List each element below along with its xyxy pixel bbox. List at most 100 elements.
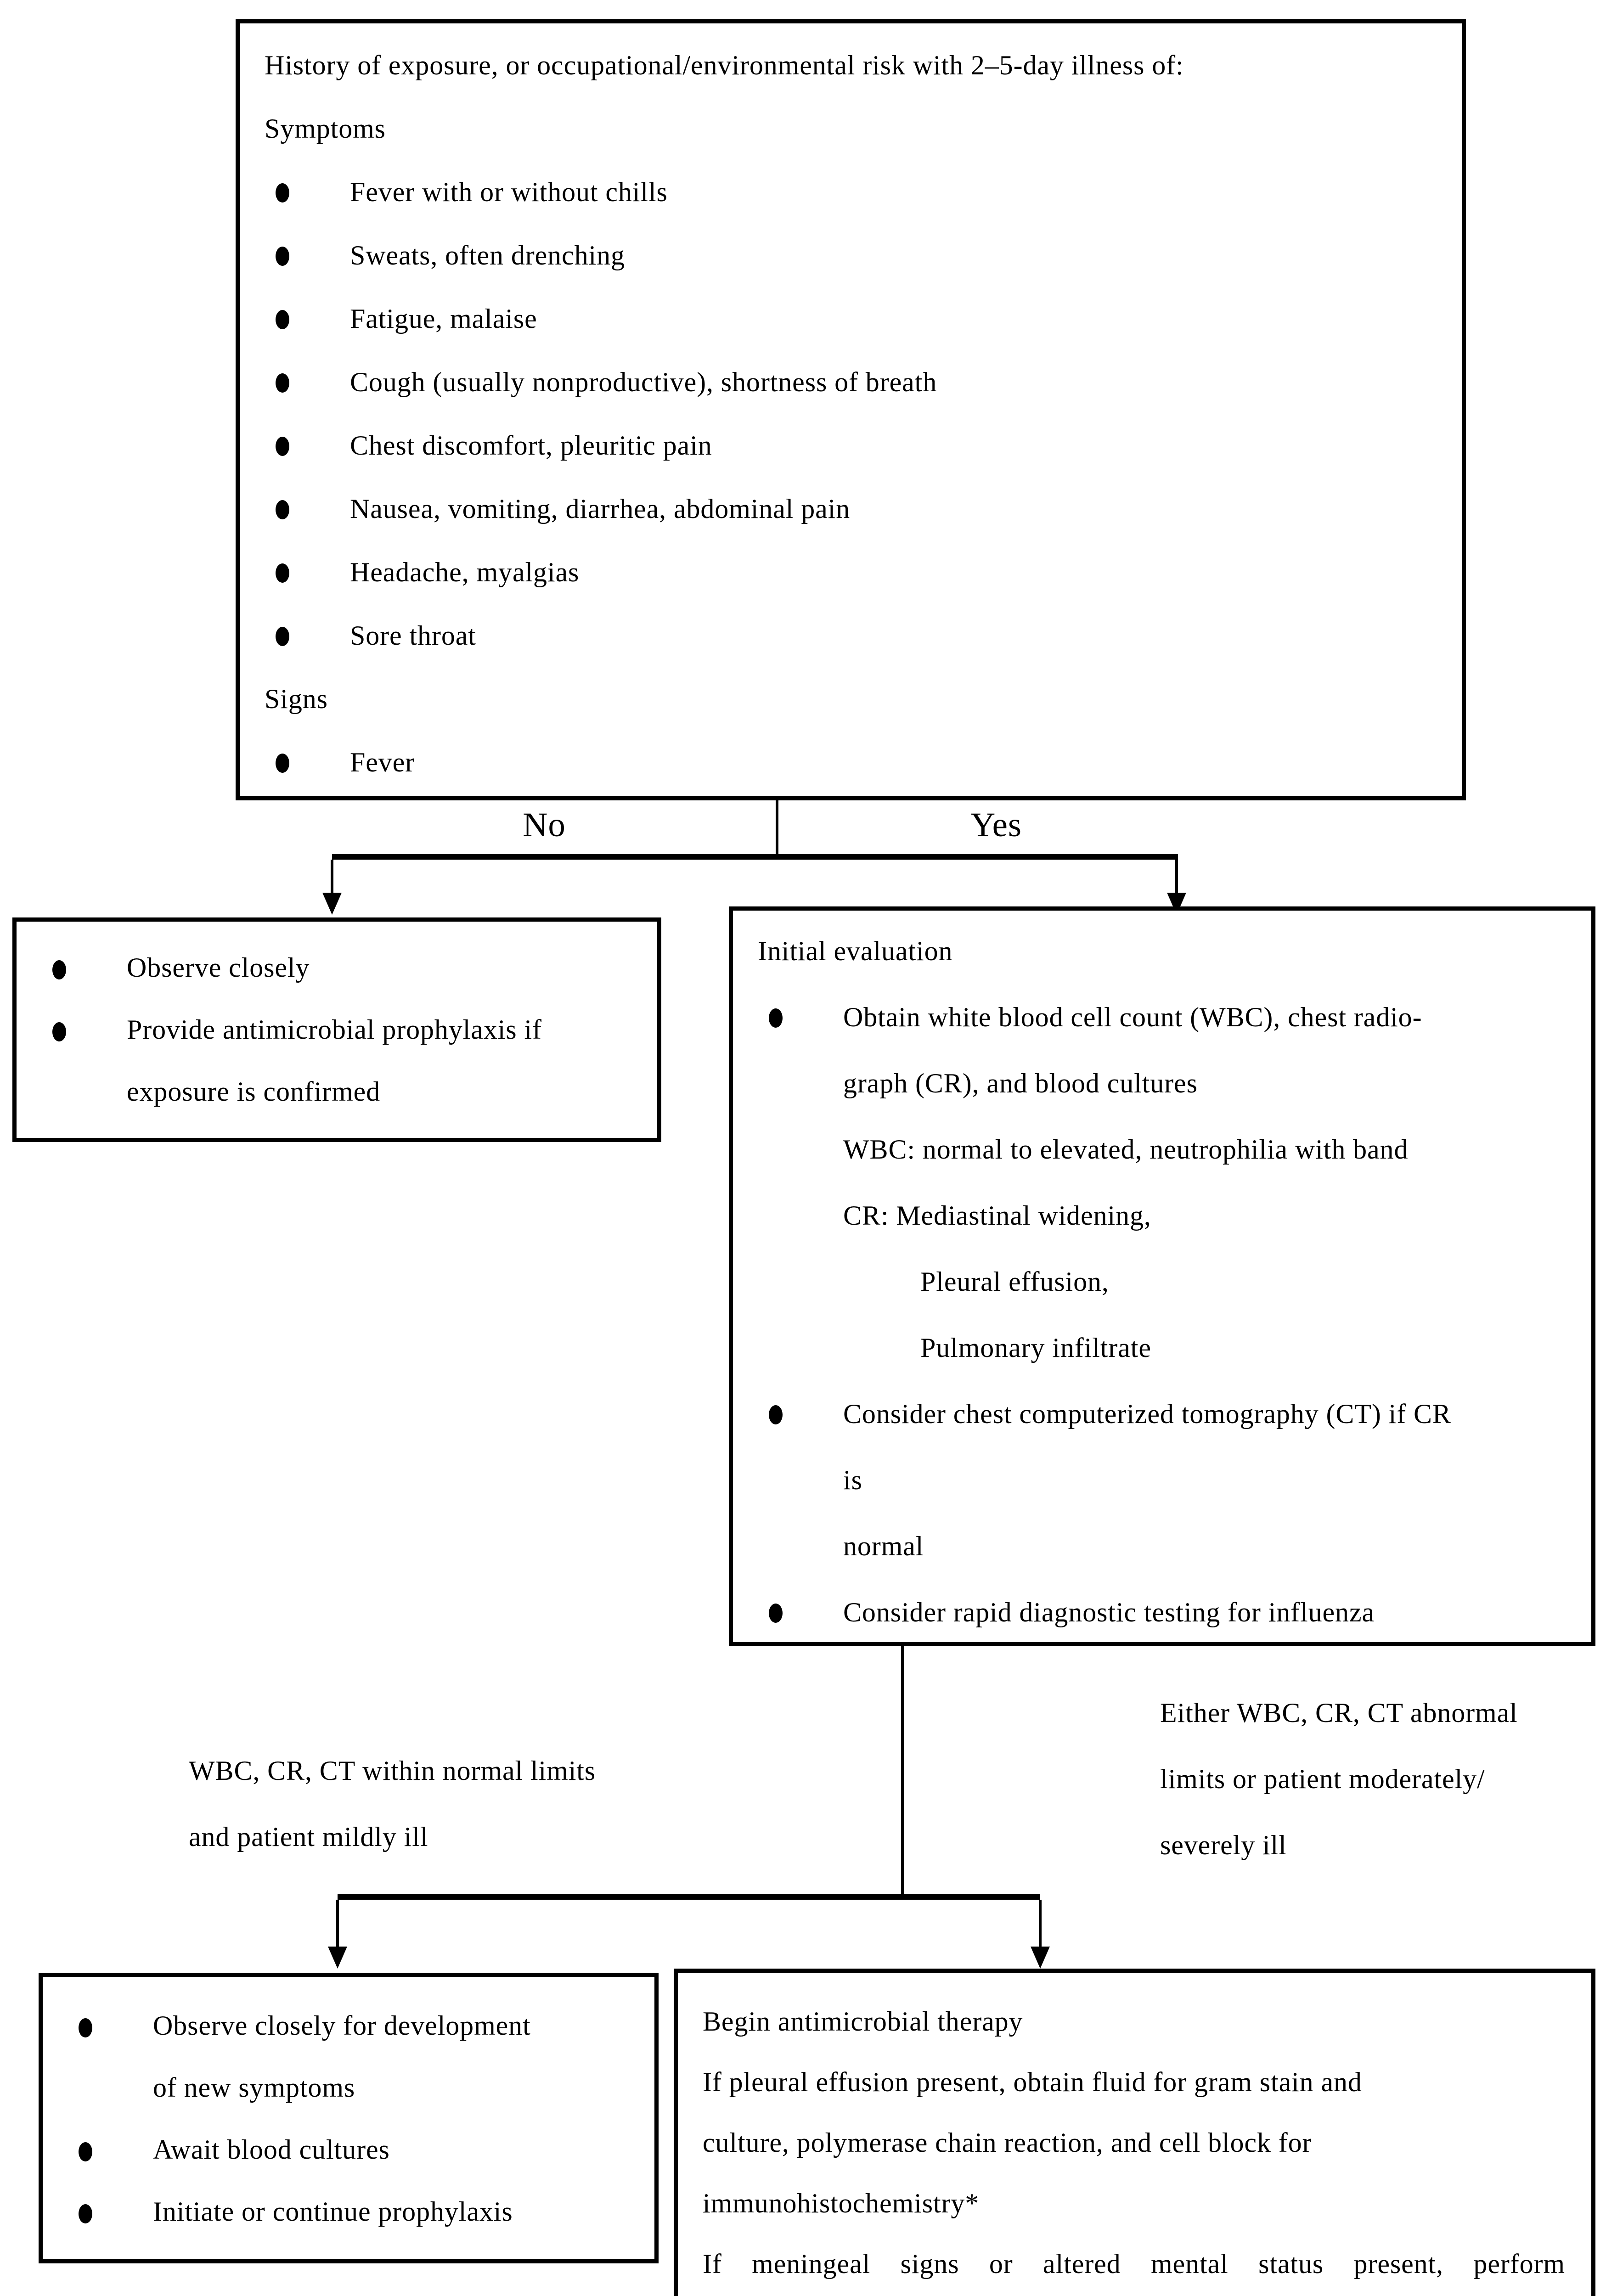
bullet-icon bbox=[79, 2141, 92, 2161]
normal-arrowhead-icon bbox=[328, 1947, 347, 1969]
outcome-normal-line: WBC, CR, CT within normal limits bbox=[189, 1756, 596, 1787]
bullet-icon bbox=[52, 1021, 66, 1041]
no-arrowhead-icon bbox=[322, 893, 342, 915]
top-connector-line bbox=[776, 800, 778, 854]
symptoms-heading: Symptoms bbox=[265, 114, 386, 145]
list-item-continuation: WBC: normal to elevated, neutrophilia wi… bbox=[733, 1117, 1591, 1183]
branch-label-yes: Yes bbox=[970, 807, 1022, 844]
outcome-split-line bbox=[338, 1894, 1040, 1900]
list-item: Await blood cultures bbox=[43, 2120, 654, 2182]
therapy-line: immunohistochemistry* bbox=[703, 2189, 980, 2219]
symptom-item: Chest discomfort, pleuritic pain bbox=[240, 415, 1462, 478]
outcome-normal-line: and patient mildly ill bbox=[189, 1823, 428, 1853]
abnormal-arrow-stem bbox=[1039, 1900, 1042, 1947]
item-text: Observe closely for development bbox=[153, 2011, 531, 2042]
branch-label-no: No bbox=[523, 807, 566, 844]
cr-finding-item: Pulmonary infiltrate bbox=[733, 1316, 1591, 1382]
list-item-continuation: of new symptoms bbox=[43, 2058, 654, 2120]
symptom-item: Fever with or without chills bbox=[240, 161, 1462, 225]
list-item-continuation: is bbox=[733, 1448, 1591, 1514]
sign-item: Fever bbox=[240, 732, 1462, 795]
symptom-text: Headache, myalgias bbox=[350, 558, 580, 588]
item-text: Consider rapid diagnostic testing for in… bbox=[843, 1598, 1375, 1628]
symptom-text: Sweats, often drenching bbox=[350, 241, 625, 271]
observe-prophylaxis-box: Observe closely Provide antimicrobial pr… bbox=[12, 917, 661, 1142]
symptom-item: Sore throat bbox=[240, 605, 1462, 668]
item-text: Obtain white blood cell count (WBC), che… bbox=[843, 1003, 1422, 1033]
no-arrow-stem bbox=[331, 860, 333, 893]
symptom-text: Chest discomfort, pleuritic pain bbox=[350, 431, 712, 461]
item-text: is bbox=[843, 1466, 862, 1496]
symptom-text: Nausea, vomiting, diarrhea, abdominal pa… bbox=[350, 495, 851, 525]
item-text: CR: Mediastinal widening, bbox=[843, 1201, 1151, 1232]
bullet-icon bbox=[79, 2017, 92, 2037]
therapy-line: If pleural effusion present, obtain flui… bbox=[703, 2068, 1362, 2098]
symptom-text: Sore throat bbox=[350, 621, 476, 652]
list-item: Observe closely bbox=[17, 938, 657, 1000]
bullet-icon bbox=[769, 1604, 783, 1623]
list-item-continuation: normal bbox=[733, 1514, 1591, 1580]
item-text: Observe closely bbox=[127, 953, 310, 984]
bullet-icon bbox=[79, 2203, 92, 2223]
symptom-item: Headache, myalgias bbox=[240, 541, 1462, 605]
item-text: Pulmonary infiltrate bbox=[920, 1334, 1151, 1364]
branch-split-line bbox=[332, 854, 1178, 860]
list-item: Consider rapid diagnostic testing for in… bbox=[733, 1580, 1591, 1646]
initial-evaluation-heading: Initial evaluation bbox=[758, 937, 953, 967]
bullet-icon bbox=[52, 959, 66, 979]
bullet-icon bbox=[769, 1008, 783, 1028]
history-title: History of exposure, or occupational/env… bbox=[265, 51, 1184, 81]
evaluation-connector-line bbox=[901, 1646, 904, 1894]
item-text: normal bbox=[843, 1532, 924, 1562]
outcome-abnormal-line: Either WBC, CR, CT abnormal bbox=[1160, 1699, 1518, 1729]
cr-finding-item: Pleural effusion, bbox=[733, 1249, 1591, 1316]
normal-arrow-stem bbox=[336, 1900, 339, 1947]
bullet-icon bbox=[276, 754, 289, 773]
symptom-text: Fever with or without chills bbox=[350, 178, 668, 208]
list-item: Consider chest computerized tomography (… bbox=[733, 1382, 1591, 1448]
bullet-icon bbox=[276, 627, 289, 646]
list-item-continuation: exposure is confirmed bbox=[17, 1062, 657, 1124]
list-item: Observe closely for development bbox=[43, 1996, 654, 2058]
bullet-icon bbox=[276, 500, 289, 519]
outcome-label-abnormal: Either WBC, CR, CT abnormal limits or pa… bbox=[1160, 1681, 1518, 1879]
symptom-item: Cough (usually nonproductive), shortness… bbox=[240, 351, 1462, 415]
sign-text: Fever bbox=[350, 748, 415, 778]
item-text: of new symptoms bbox=[153, 2073, 355, 2104]
list-item: Provide antimicrobial prophylaxis if bbox=[17, 1000, 657, 1062]
list-item: Initiate or continue prophylaxis bbox=[43, 2182, 654, 2244]
item-text: Pleural effusion, bbox=[920, 1267, 1109, 1298]
item-text: graph (CR), and blood cultures bbox=[843, 1069, 1198, 1099]
history-symptoms-box: History of exposure, or occupational/env… bbox=[236, 19, 1466, 800]
symptom-item: Sweats, often drenching bbox=[240, 225, 1462, 288]
item-text: WBC: normal to elevated, neutrophilia wi… bbox=[843, 1135, 1409, 1165]
therapy-line: If meningeal signs or altered mental sta… bbox=[703, 2250, 1565, 2280]
outcome-abnormal-line: severely ill bbox=[1160, 1831, 1287, 1861]
item-text: Consider chest computerized tomography (… bbox=[843, 1400, 1451, 1430]
list-item: Obtain white blood cell count (WBC), che… bbox=[733, 985, 1591, 1051]
therapy-line: Begin antimicrobial therapy bbox=[703, 2007, 1023, 2037]
item-text: Await blood cultures bbox=[153, 2135, 390, 2166]
bullet-icon bbox=[276, 310, 289, 329]
symptom-text: Cough (usually nonproductive), shortness… bbox=[350, 368, 937, 398]
antimicrobial-therapy-box: Begin antimicrobial therapy If pleural e… bbox=[674, 1969, 1595, 2296]
bullet-icon bbox=[276, 437, 289, 456]
yes-arrow-stem bbox=[1175, 860, 1178, 893]
signs-heading: Signs bbox=[265, 685, 328, 715]
item-text: Initiate or continue prophylaxis bbox=[153, 2197, 513, 2228]
item-text: exposure is confirmed bbox=[127, 1077, 381, 1108]
bullet-icon bbox=[276, 247, 289, 266]
list-item-continuation: graph (CR), and blood cultures bbox=[733, 1051, 1591, 1117]
symptom-item: Fatigue, malaise bbox=[240, 288, 1462, 351]
item-text: Provide antimicrobial prophylaxis if bbox=[127, 1015, 542, 1046]
bullet-icon bbox=[769, 1405, 783, 1424]
list-item-continuation: CR: Mediastinal widening, bbox=[733, 1183, 1591, 1249]
observation-followup-box: Observe closely for development of new s… bbox=[39, 1973, 659, 2263]
bullet-icon bbox=[276, 563, 289, 583]
therapy-line: culture, polymerase chain reaction, and … bbox=[703, 2128, 1312, 2159]
bullet-icon bbox=[276, 183, 289, 203]
initial-evaluation-box: Initial evaluation Obtain white blood ce… bbox=[729, 906, 1595, 1646]
bullet-icon bbox=[276, 373, 289, 393]
